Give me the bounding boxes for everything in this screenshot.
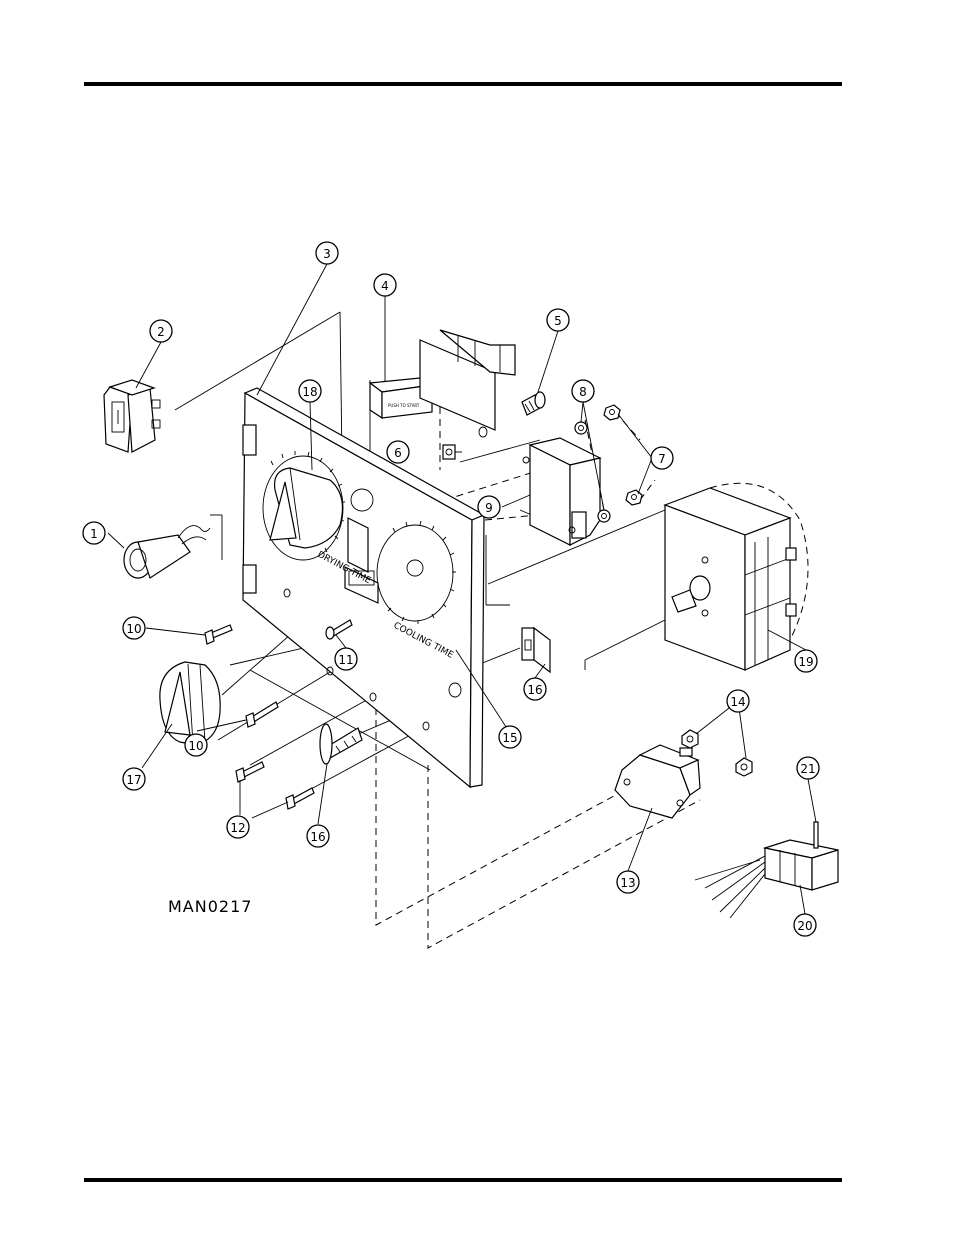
svg-text:21: 21 (800, 762, 815, 776)
indicator-light (123, 525, 211, 579)
spring-clip (521, 626, 551, 674)
callout-leaders (107, 263, 817, 915)
svg-text:10: 10 (188, 739, 203, 753)
drying-dial-ticks (270, 451, 345, 553)
svg-text:1: 1 (90, 527, 98, 541)
callout-14: 14 (726, 689, 750, 713)
bottom-rule (84, 1178, 842, 1182)
svg-text:11: 11 (338, 653, 353, 667)
callout-17: 17 (122, 767, 146, 791)
callout-11: 11 (334, 647, 358, 671)
callout-18: 18 (298, 379, 322, 403)
svg-text:17: 17 (126, 773, 141, 787)
callout-12: 12 (226, 815, 250, 839)
svg-text:2: 2 (157, 325, 165, 339)
cooling-dial-ticks (387, 520, 456, 624)
callout-3: 3 (315, 241, 339, 265)
flange-nuts (681, 729, 753, 777)
callout-16b: 16 (306, 824, 330, 848)
screw-10-lower (245, 701, 279, 728)
callout-2: 2 (149, 319, 173, 343)
callout-9: 9 (477, 495, 501, 519)
svg-text:20: 20 (797, 919, 812, 933)
callout-21: 21 (796, 756, 820, 780)
callouts: 3 4 2 5 18 8 6 7 (82, 241, 820, 937)
svg-text:19: 19 (798, 655, 813, 669)
callout-20: 20 (793, 913, 817, 937)
terminal-relay (704, 821, 839, 919)
svg-text:9: 9 (485, 501, 493, 515)
callout-6: 6 (386, 440, 410, 464)
callout-8: 8 (571, 379, 595, 403)
screw-11 (325, 619, 353, 640)
callout-4: 4 (373, 273, 397, 297)
top-rule (84, 82, 842, 86)
callout-7: 7 (650, 446, 674, 470)
callout-10a: 10 (122, 616, 146, 640)
callout-16a: 16 (523, 677, 547, 701)
svg-text:13: 13 (620, 876, 635, 890)
svg-text:10: 10 (126, 622, 141, 636)
buzzer-switch (614, 744, 701, 819)
wing-screw-16 (319, 723, 363, 765)
callout-19: 19 (794, 649, 818, 673)
svg-text:4: 4 (381, 279, 389, 293)
small-nut (442, 444, 456, 460)
rocker-switch (103, 379, 161, 453)
screw-12-upper (235, 761, 265, 783)
callout-5: 5 (546, 308, 570, 332)
svg-text:5: 5 (554, 314, 562, 328)
svg-text:8: 8 (579, 385, 587, 399)
drying-knob (269, 467, 343, 549)
bolt (521, 391, 546, 416)
svg-text:6: 6 (394, 446, 402, 460)
relay-box (522, 437, 602, 546)
screw-12-lower (285, 787, 315, 810)
screws (204, 619, 363, 810)
drawing-number: MAN0217 (168, 897, 252, 916)
svg-text:3: 3 (323, 247, 331, 261)
push-to-start-text: PUSH TO START (388, 403, 420, 408)
callout-10b: 10 (184, 733, 208, 757)
svg-text:12: 12 (230, 821, 245, 835)
timer-unit (663, 482, 809, 671)
svg-text:15: 15 (502, 731, 517, 745)
callout-15: 15 (498, 725, 522, 749)
callout-13: 13 (616, 870, 640, 894)
callout-1: 1 (82, 521, 106, 545)
svg-text:16: 16 (310, 830, 325, 844)
svg-text:18: 18 (302, 385, 317, 399)
svg-text:14: 14 (730, 695, 745, 709)
cooling-knob (159, 661, 221, 746)
svg-text:7: 7 (658, 452, 666, 466)
screw-10-upper (204, 624, 233, 645)
svg-text:16: 16 (527, 683, 542, 697)
start-switch: PUSH TO START (368, 329, 516, 438)
